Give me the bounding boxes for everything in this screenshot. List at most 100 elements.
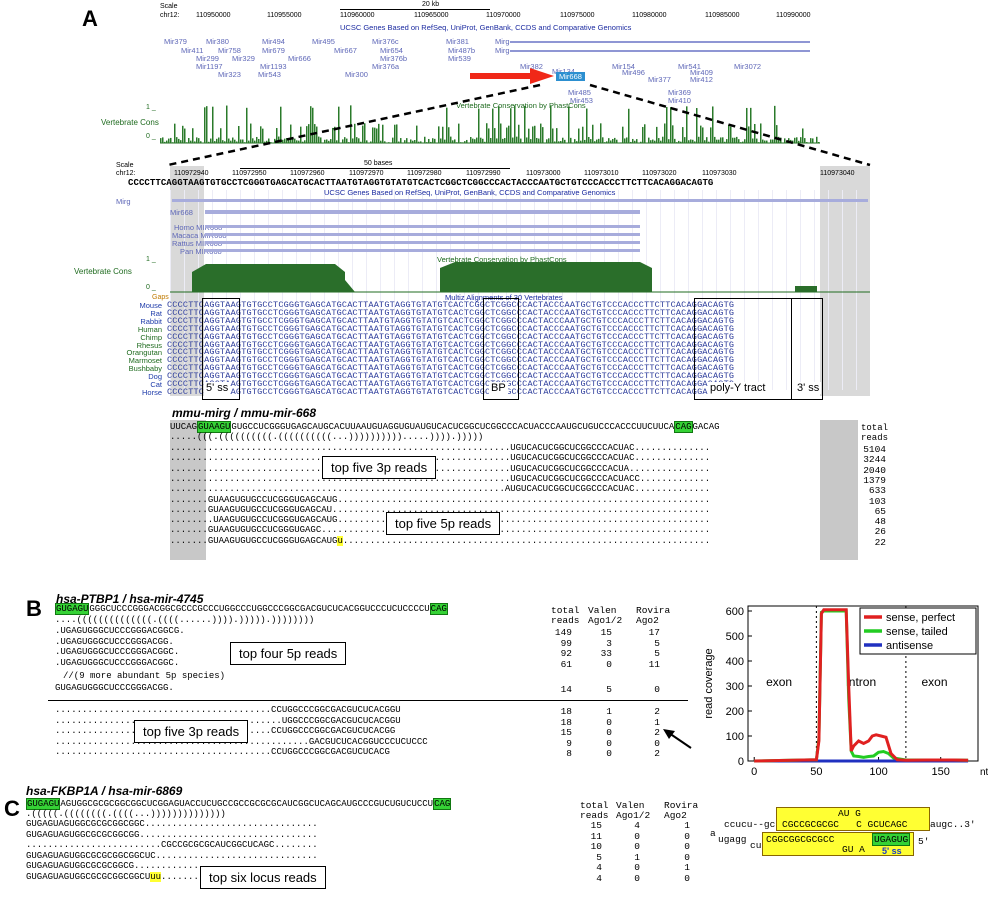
grid-line — [184, 190, 185, 390]
mir668-bar-2 — [205, 210, 640, 214]
ptbp1-5p-valen: 3 — [606, 637, 612, 649]
gene-label-mir668: Mir668 — [556, 72, 585, 81]
ptbp1-divider — [48, 700, 688, 701]
cons-bar — [660, 140, 662, 143]
label-polyy: poly-Y tract — [708, 382, 768, 394]
cons-bar — [490, 138, 492, 143]
cons-bar — [630, 141, 632, 143]
mirg668-read-count: 1379 — [863, 474, 886, 486]
chr-label: chr12: — [160, 12, 180, 19]
cons-bar — [784, 138, 786, 143]
gene-label: Mir379 — [164, 37, 187, 46]
cons-bar — [256, 136, 258, 143]
ptbp1-3p-row: ........................................… — [55, 747, 390, 757]
cons-bar — [218, 137, 220, 143]
cons-bar — [692, 139, 694, 143]
mirg668-box-5p: top five 5p reads — [386, 512, 501, 535]
cons-bar — [242, 139, 244, 143]
ptbp1-5p-rovira: 5 — [654, 648, 660, 659]
cons-bar — [704, 140, 706, 143]
cons-bar — [486, 123, 488, 143]
ptbp1-5p-valen: 33 — [600, 648, 612, 659]
cons-bar — [752, 138, 754, 143]
cons-bar — [644, 124, 646, 143]
hairpin-bot-cu: cu — [750, 840, 762, 851]
cons-bar — [510, 108, 512, 143]
cons-bar — [192, 128, 194, 143]
region-label: exon — [921, 675, 947, 689]
fkbp1a-total: 5 — [596, 851, 602, 863]
cons-bar — [640, 141, 642, 143]
species-mir-label: Pan MIR668 — [180, 247, 222, 256]
cons-bar — [710, 127, 712, 143]
fkbp1a-structure: .(((((.((((((((.((((...)))))))))))))) — [26, 809, 226, 819]
species-mir-label: Rattus MIR668 — [172, 239, 223, 248]
cons-bar — [708, 141, 710, 143]
cons-bar — [232, 137, 234, 143]
coord-5: 110970000 — [486, 12, 521, 19]
mirg668-read-count: 22 — [874, 536, 886, 548]
cons-bar — [564, 139, 566, 143]
mir668-label-2: Mir668 — [170, 208, 193, 217]
cons-bar — [556, 128, 558, 143]
ptbp1-5p-valen: 0 — [606, 658, 612, 670]
cons-bar — [530, 139, 532, 143]
cons-bar — [324, 139, 326, 143]
cons-bar — [166, 140, 168, 143]
cons-bar — [642, 126, 644, 143]
cons-bar — [400, 138, 402, 143]
coord2-5: 110972980 — [407, 170, 442, 177]
cons-bar — [604, 142, 606, 143]
cons-bar — [624, 138, 626, 143]
cons-bar — [402, 142, 404, 143]
cons-bar — [600, 123, 602, 143]
cons-bar — [446, 107, 448, 143]
cons-bar — [670, 107, 672, 143]
mirg668-gray-left — [170, 420, 206, 560]
cons-bar — [238, 125, 240, 143]
series-line-sense-perfect — [754, 608, 969, 763]
ptbp1-3p-rovira: 2 — [654, 727, 660, 738]
cons-bar — [292, 138, 294, 143]
scale-bar-2-label: 50 bases — [364, 160, 393, 167]
cons-bar — [602, 137, 604, 143]
cons-bar — [748, 126, 750, 143]
cons-bar — [366, 140, 368, 143]
cons-y1-2: 1 _ — [146, 256, 156, 263]
cons-bar — [304, 140, 306, 143]
mirg668-read-count: 65 — [874, 505, 886, 517]
cons-bar — [650, 140, 652, 143]
cons-bar — [658, 138, 660, 143]
cons-bar — [250, 123, 252, 143]
cons-bar — [374, 127, 376, 143]
ucsc-track-title: UCSC Genes Based on RefSeq, UniProt, Gen… — [340, 23, 632, 32]
cons-bar — [568, 106, 570, 143]
cons-bar — [700, 125, 702, 143]
grid-line — [786, 190, 787, 390]
cons-bar — [372, 127, 374, 143]
cons-bar — [438, 126, 440, 143]
cons-bar — [536, 137, 538, 143]
ptbp1-5ss: GUGAGU — [55, 603, 90, 615]
cons-bar — [592, 124, 594, 143]
gene-label: Mir666 — [288, 54, 311, 63]
mirg668-read-row: .......GUAAGUGUGCCUCGGGUGAGC............… — [170, 525, 711, 536]
cons-bar — [714, 136, 716, 143]
cons-bar — [222, 140, 224, 143]
grid-line — [828, 190, 829, 390]
cons-bar — [430, 141, 432, 143]
ptbp1-5p-total: 61 — [560, 658, 572, 670]
x-tick-label: 100 — [869, 766, 887, 778]
grid-line — [856, 190, 857, 390]
grid-line — [842, 190, 843, 390]
cons-bar — [682, 127, 684, 143]
cons-bar — [654, 140, 656, 143]
cons-bar — [574, 139, 576, 143]
y-tick-label: 600 — [726, 606, 744, 618]
mirg668-read-row: ........................................… — [170, 473, 711, 484]
cons-bar — [202, 142, 204, 143]
fkbp1a-rovira: 0 — [684, 872, 690, 884]
